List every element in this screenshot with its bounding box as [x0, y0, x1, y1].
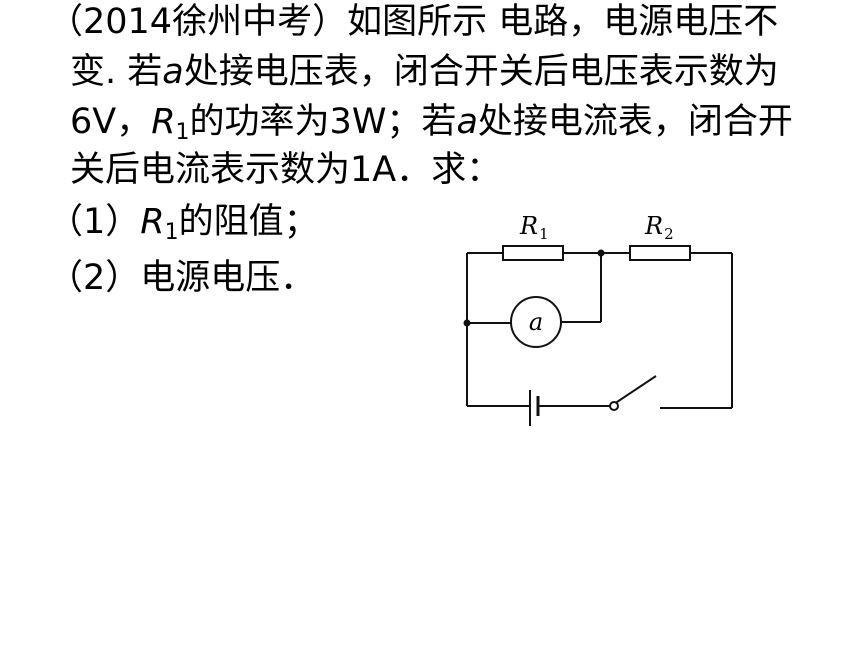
problem-text: 关后电流表示数为1A．求： [70, 150, 502, 190]
problem-text: 处接电流表，闭合开 [477, 102, 793, 142]
meter-a [510, 296, 562, 348]
problem-text: 6V， [70, 102, 152, 142]
problem-line-4: 关后电流表示数为1A．求： [70, 148, 501, 192]
switch-pivot [609, 401, 619, 411]
question-text: 的阻值； [178, 202, 319, 242]
question-1: （1）R1的阻值； [48, 200, 319, 255]
problem-text: 处接电压表，闭合开关后电压表示数为 [183, 52, 779, 92]
resistor-r1 [502, 245, 564, 261]
junction-dot [463, 319, 471, 327]
problem-line-3: 6V，R1的功率为3W；若a处接电流表，闭合开 [70, 100, 793, 155]
label-r2: R2 [644, 212, 674, 243]
subscript: 1 [175, 120, 190, 145]
variable-a: a [162, 52, 184, 92]
problem-text: 的功率为3W；若 [189, 102, 457, 142]
question-text: （2）电源电压． [48, 258, 316, 298]
variable-r: R [140, 202, 165, 242]
problem-text: （2014徐州中考）如图所示 电路，电源电压不 [48, 2, 779, 42]
variable-a: a [456, 102, 478, 142]
meter-label: a [529, 308, 543, 336]
junction-dot [597, 249, 605, 257]
problem-line-1: （2014徐州中考）如图所示 电路，电源电压不 [48, 0, 778, 44]
subscript: 1 [164, 220, 179, 245]
question-number: （1） [48, 202, 141, 242]
resistor-r2 [629, 245, 691, 261]
problem-line-2: 变. 若a处接电压表，闭合开关后电压表示数为 [70, 50, 779, 94]
question-2: （2）电源电压． [48, 256, 315, 300]
problem-text: 变. 若 [70, 52, 163, 92]
variable-r: R [151, 102, 176, 142]
switch-blade [613, 375, 657, 405]
label-r1: R1 [519, 212, 549, 243]
